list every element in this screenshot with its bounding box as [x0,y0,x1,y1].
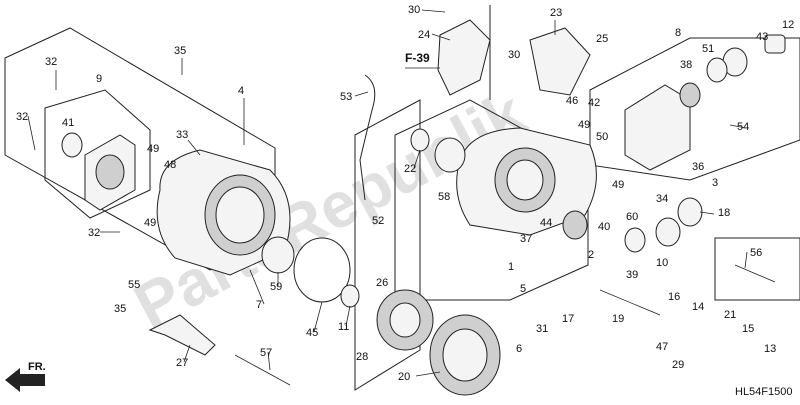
ring-gear-assembly [376,289,501,396]
callout-5: 5 [520,283,526,295]
callout-32-c: 32 [88,227,100,239]
callout-26: 26 [376,277,388,289]
callout-40: 40 [598,221,610,233]
callout-24: 24 [418,29,430,41]
callout-36: 36 [692,161,704,173]
front-direction-arrow: FR. [5,361,46,392]
callout-38: 38 [680,59,692,71]
callout-55: 55 [128,279,140,291]
callout-2: 2 [588,249,594,261]
callout-32-a: 32 [45,56,57,68]
direction-label: FR. [28,361,46,373]
callout-7: 7 [256,299,262,311]
callout-1: 1 [508,261,514,273]
callout-16: 16 [668,291,680,303]
callout-47: 47 [656,341,668,353]
callout-27: 27 [176,357,188,369]
callout-50: 50 [596,131,608,143]
main-housing [156,149,291,276]
callout-21: 21 [724,309,736,321]
callout-29: 29 [672,359,684,371]
reference-label: F-39 [405,51,430,65]
callout-15: 15 [742,323,754,335]
callout-22: 22 [404,163,416,175]
callout-56: 56 [750,247,762,259]
callout-37: 37 [520,233,532,245]
leader-lines [27,9,748,377]
callout-49-d: 49 [144,217,156,229]
callout-57: 57 [260,347,272,359]
callout-18: 18 [718,207,730,219]
callout-25: 25 [596,33,608,45]
callout-20: 20 [398,371,410,383]
callout-12: 12 [782,19,794,31]
cover-plate [61,132,136,211]
bolts-and-shafts [234,74,776,386]
callout-51: 51 [702,43,714,55]
callout-39: 39 [626,269,638,281]
callout-23: 23 [550,7,562,19]
callout-49-c: 49 [612,179,624,191]
callout-4: 4 [238,85,244,97]
seals-and-bearings [261,57,728,308]
callout-3: 3 [712,177,718,189]
callout-59: 59 [270,281,282,293]
callout-58: 58 [438,191,450,203]
brackets [148,19,591,356]
callout-35-b: 35 [114,303,126,315]
callout-28: 28 [356,351,368,363]
callout-13: 13 [764,343,776,355]
callout-10: 10 [656,257,668,269]
callout-44: 44 [540,217,552,229]
callout-43: 43 [756,31,768,43]
figure-code: HL54F1500 [735,386,793,398]
callout-8: 8 [675,27,681,39]
callout-6: 6 [516,343,522,355]
callout-17: 17 [562,313,574,325]
rear-cover [624,34,786,171]
callout-30-mid: 30 [508,49,520,61]
callout-34: 34 [656,193,668,205]
callout-46: 46 [566,95,578,107]
callout-31: 31 [536,323,548,335]
callout-32-b: 32 [16,111,28,123]
callout-14: 14 [692,301,704,313]
callout-49-b: 49 [578,119,590,131]
callout-41: 41 [62,117,74,129]
callout-11: 11 [338,321,349,333]
callout-45: 45 [306,327,318,339]
callout-54: 54 [737,121,749,133]
callout-60: 60 [626,211,638,223]
callout-19: 19 [612,313,624,325]
callout-42: 42 [588,97,600,109]
callout-52: 52 [372,215,384,227]
callout-9: 9 [96,73,102,85]
callout-labels: 30 24 23 25 30 8 12 43 51 38 32 9 35 4 5… [16,4,794,383]
callout-30-top: 30 [408,4,420,16]
callout-49-a: 49 [147,143,159,155]
callout-35-a: 35 [174,45,186,57]
gear-case [434,127,597,236]
callout-48: 48 [164,159,176,171]
callout-33: 33 [176,129,188,141]
callout-53: 53 [340,91,352,103]
